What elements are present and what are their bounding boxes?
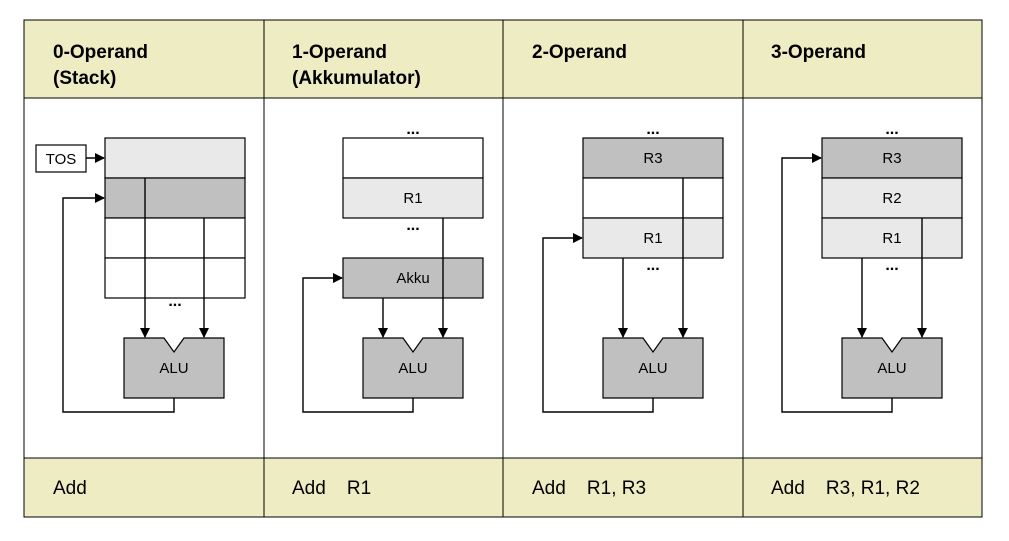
register-r1-label: R1: [403, 190, 422, 207]
alu-block: [602, 337, 704, 399]
tos-box: [35, 144, 87, 173]
alu-label: ALU: [877, 360, 906, 377]
tos-label: TOS: [46, 151, 77, 168]
ellipsis: ...: [646, 121, 659, 138]
alu-block: [123, 337, 225, 399]
register-r2-label: R2: [882, 190, 901, 207]
result-feedback-arrow: [542, 233, 654, 413]
stack-cell-2: [104, 177, 246, 219]
column-header-0-operand: 0-Operand: [53, 42, 148, 63]
stack-cell-3: [104, 217, 246, 259]
register-r2: [821, 177, 963, 219]
accumulator-label: Akku: [396, 270, 429, 287]
register-r1-label: R1: [643, 230, 662, 247]
column-subheader-stack: (Stack): [53, 68, 116, 89]
ellipsis: ...: [646, 257, 659, 274]
column-header-2-operand: 2-Operand: [532, 42, 627, 63]
instruction-3-operand: Add R3, R1, R2: [771, 478, 920, 499]
ellipsis: ...: [406, 121, 419, 138]
register-r1: [342, 177, 484, 219]
register-r1-label: R1: [882, 230, 901, 247]
stack-cell-4: [104, 257, 246, 299]
alu-label: ALU: [638, 360, 667, 377]
alu-block: [362, 337, 464, 399]
column-subheader-akkumulator: (Akkumulator): [292, 68, 421, 89]
ellipsis: ...: [885, 257, 898, 274]
three-operand-diagram: ... R3 R2 R1 ... ALU: [781, 121, 963, 413]
instruction-2-operand: Add R1, R3: [532, 478, 646, 499]
ellipsis: ...: [406, 217, 419, 234]
register-cell: [342, 137, 484, 179]
two-operand-diagram: ... R3 R1 ... ALU: [542, 121, 724, 413]
table-grid: [23, 19, 983, 518]
ellipsis: ...: [168, 293, 181, 310]
alu-label: ALU: [398, 360, 427, 377]
register-r3-label: R3: [643, 150, 662, 167]
register-r3: [582, 137, 724, 179]
column-header-3-operand: 3-Operand: [771, 42, 866, 63]
alu-block: [841, 337, 943, 399]
result-feedback-arrow: [302, 273, 414, 413]
alu-label: ALU: [159, 360, 188, 377]
stack-top-cell: [104, 137, 246, 179]
result-feedback-arrow: [781, 153, 893, 413]
register-r1: [582, 217, 724, 259]
instruction-1-operand: Add R1: [292, 478, 371, 499]
register-r3-label: R3: [882, 150, 901, 167]
result-feedback-arrow: [62, 193, 175, 413]
register-cell: [582, 177, 724, 219]
accumulator-register: [342, 257, 484, 299]
instruction-0-operand: Add: [53, 478, 87, 499]
register-r1: [821, 217, 963, 259]
stack-diagram: TOS ... ALU: [35, 137, 246, 413]
column-header-1-operand: 1-Operand: [292, 42, 387, 63]
ellipsis: ...: [885, 121, 898, 138]
accumulator-diagram: ... R1 ... Akku ALU: [302, 121, 484, 413]
